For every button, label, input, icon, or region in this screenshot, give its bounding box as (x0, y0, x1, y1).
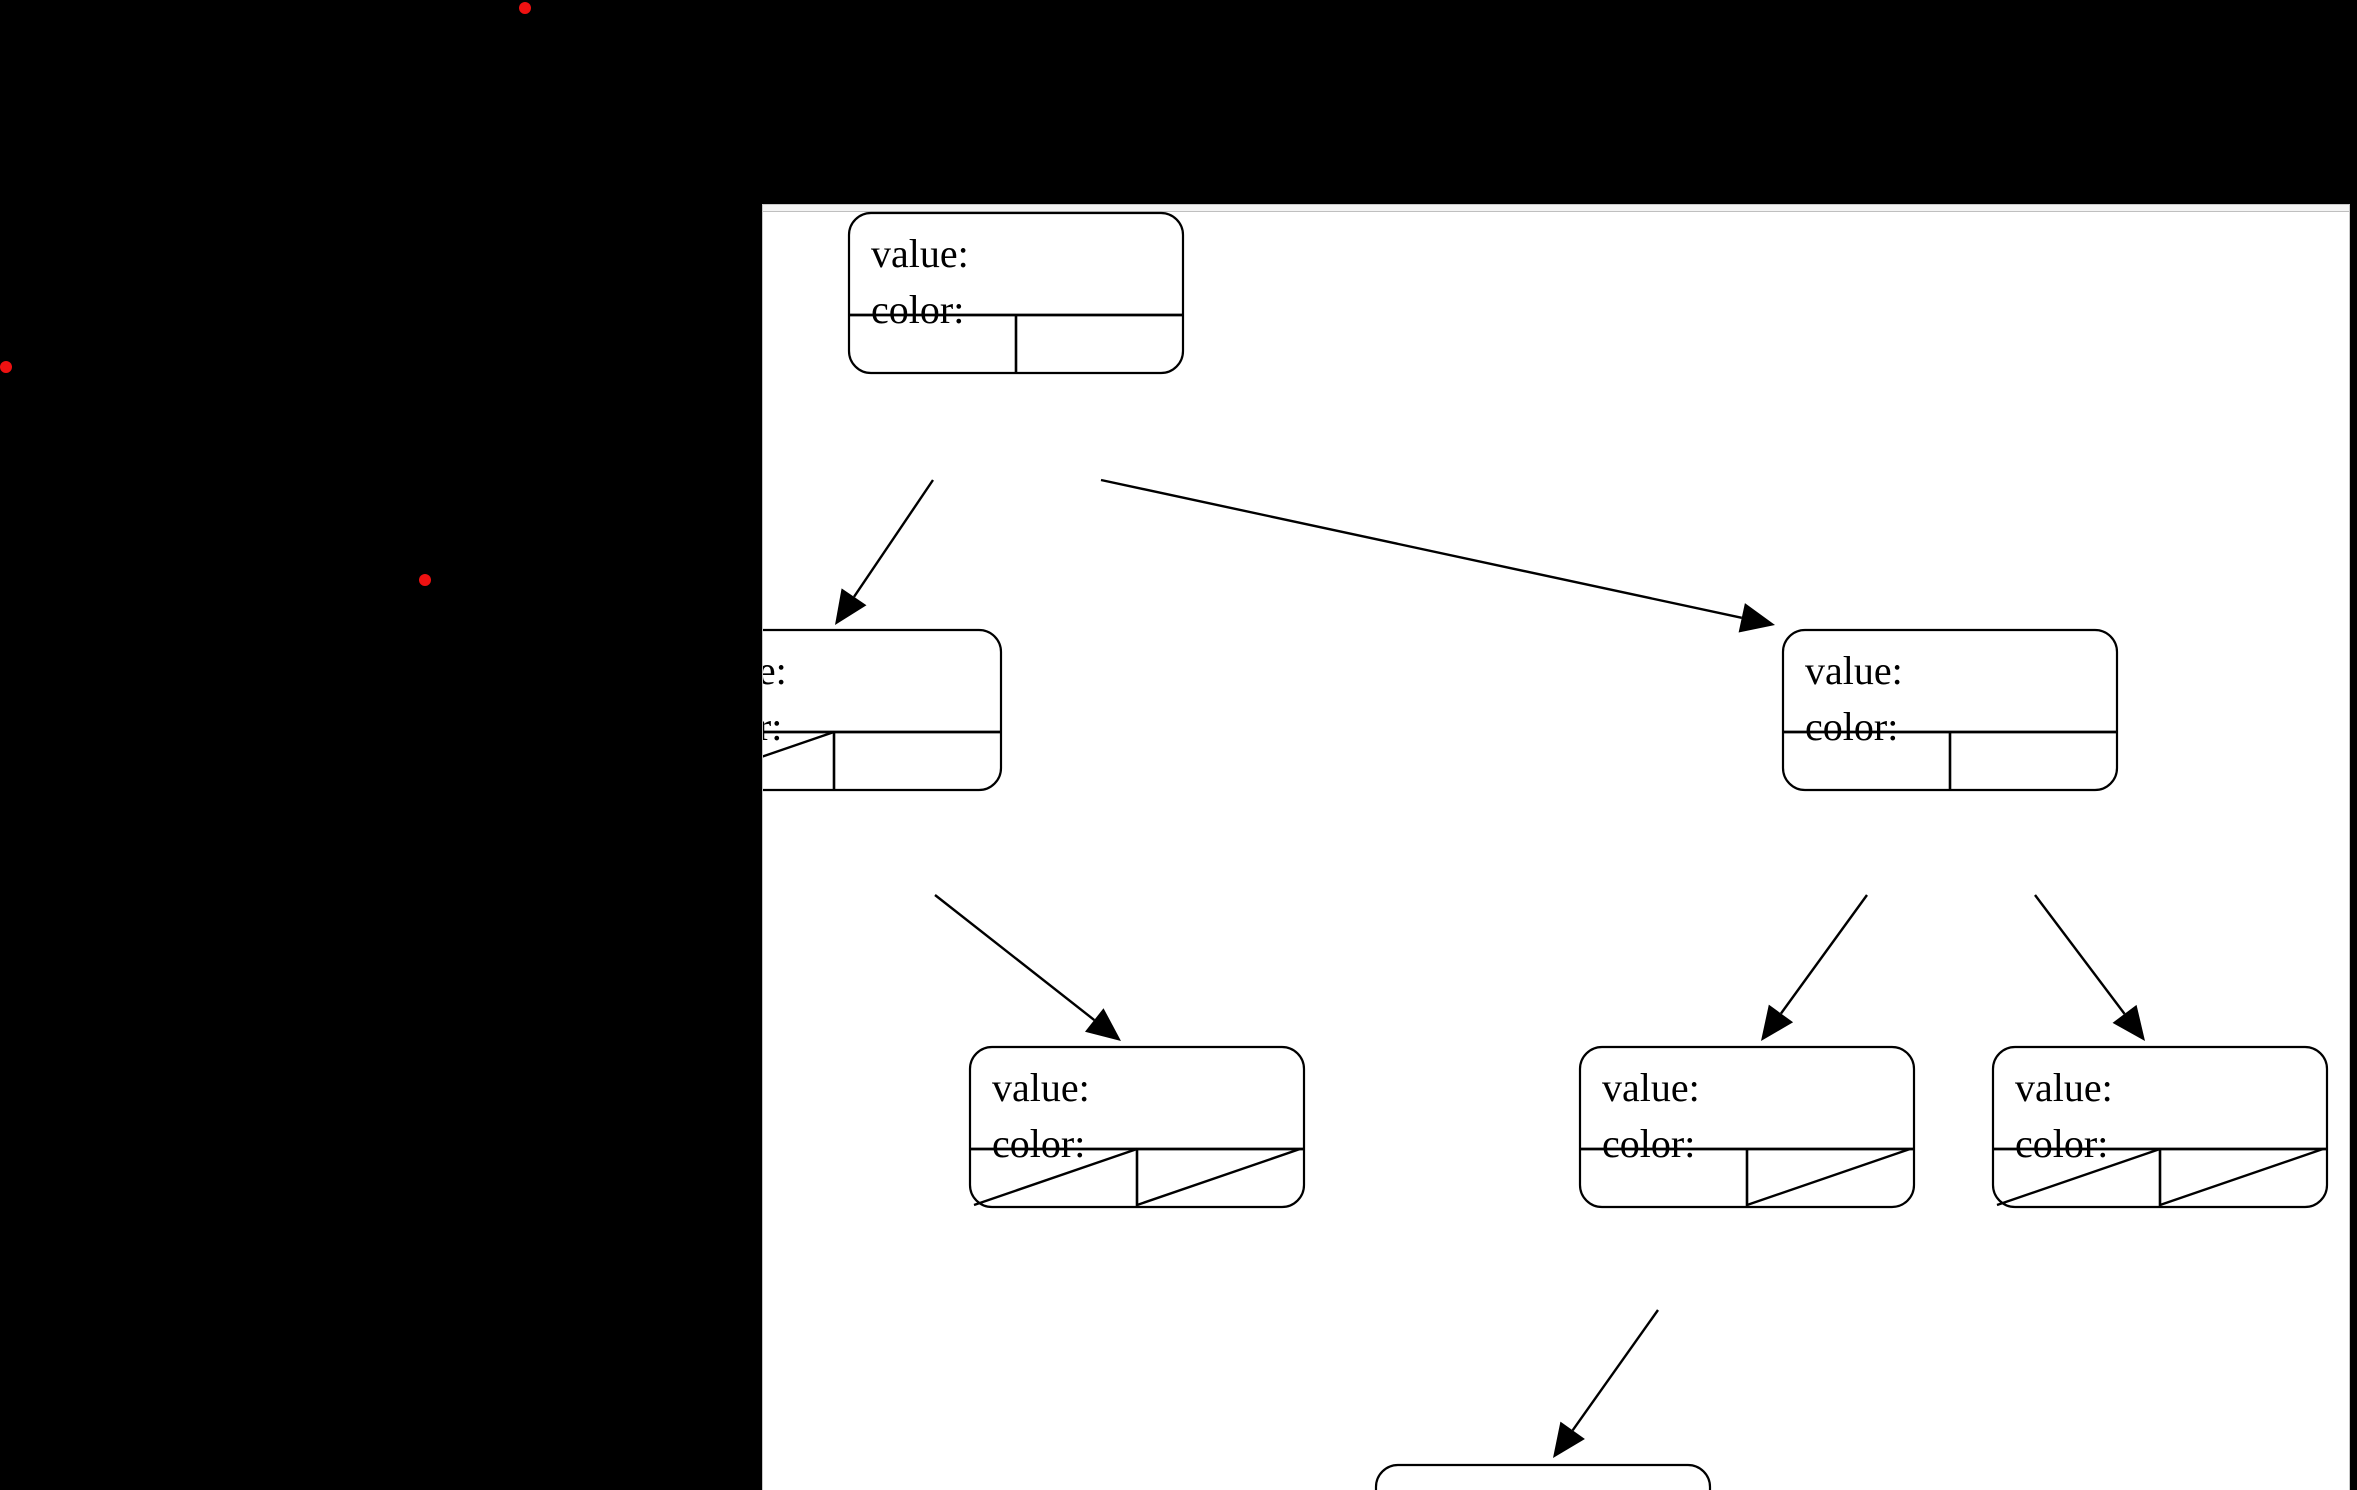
edge-right-to-right-child-arrowhead (2112, 1004, 2145, 1041)
edge-left-to-right-child-line (934, 894, 1095, 1021)
edge-root-to-left-arrowhead (835, 588, 867, 625)
tree-node-left-body (763, 628, 1003, 792)
edge-right-to-right-child-line (2034, 894, 2126, 1015)
tree-node-left[interactable]: value: color: (763, 628, 1003, 792)
tree-node-right-right-value-label: value: (2015, 1065, 2113, 1110)
tree-node-right-value-label: value: (1805, 648, 1903, 693)
tree-node-root-color-label: color: (871, 287, 964, 332)
tree-diagram-svg: value: color: value: color: value: color: valu… (763, 211, 2329, 1490)
tree-node-root[interactable]: value: color: (847, 211, 1185, 375)
edge-right-to-left-child-arrowhead (1761, 1004, 1794, 1041)
document-panel[interactable]: value: color: value: color: value: color: valu… (762, 204, 2350, 1490)
nodes-layer: value: color: value: color: value: color: valu… (763, 211, 2329, 1490)
marker-dot-top (519, 2, 531, 14)
tree-node-left-right[interactable]: value: color: (968, 1045, 1306, 1209)
tree-node-right-color-label: color: (1805, 704, 1898, 749)
edge-right-left-to-left-child (1553, 1309, 1659, 1458)
edges-layer (835, 478, 2145, 1458)
edge-root-to-left (835, 479, 934, 625)
tree-node-left-color-label: color: (763, 704, 782, 749)
edge-right-to-left-child (1761, 894, 1868, 1041)
panel-topbar (763, 205, 2349, 212)
edge-left-to-right-child (934, 894, 1121, 1041)
edge-right-to-right-child (2034, 894, 2145, 1041)
marker-dot-middle (419, 574, 431, 586)
tree-node-right-right-right-null-slash (2159, 1147, 2324, 1207)
tree-node-right-left-right-null-slash (1746, 1147, 1911, 1207)
tree-node-right-left-left-body (1374, 1463, 1712, 1490)
edge-root-to-right (1100, 478, 1775, 633)
edge-left-to-right-child-arrowhead (1084, 1008, 1121, 1041)
tree-node-left-right-color-label: color: (992, 1121, 1085, 1166)
tree-node-left-right-value-label: value: (992, 1065, 1090, 1110)
edge-right-left-to-left-child-arrowhead (1553, 1421, 1585, 1458)
tree-node-right-left-left[interactable]: value:color: (1374, 1463, 1712, 1490)
marker-dot-left (0, 361, 12, 373)
tree-node-right-left[interactable]: value: color: (1578, 1045, 1916, 1209)
tree-node-right-right-color-label: color: (2015, 1121, 2108, 1166)
edge-right-left-to-left-child-line (1571, 1309, 1659, 1431)
tree-node-left-value-label: value: (763, 648, 787, 693)
tree-node-right-right-left-null-slash (1996, 1147, 2161, 1207)
tree-node-right-left-left-value-label: value: (1398, 1483, 1496, 1490)
edge-right-to-left-child-line (1780, 894, 1868, 1015)
tree-node-left-left-null-slash (763, 730, 835, 758)
edge-root-to-left-line (853, 479, 934, 598)
tree-node-root-value-label: value: (871, 231, 969, 276)
binary-tree-diagram[interactable]: value: color: value: color: value: color: valu… (763, 205, 2349, 1490)
tree-node-right-right[interactable]: value: color: (1991, 1045, 2329, 1209)
edge-root-to-right-line (1100, 478, 1743, 620)
tree-node-right-left-color-label: color: (1602, 1121, 1695, 1166)
tree-node-right[interactable]: value: color: (1781, 628, 2119, 792)
tree-node-left-right-left-null-slash (973, 1147, 1138, 1207)
tree-node-left-right-right-null-slash (1136, 1147, 1301, 1207)
tree-node-right-left-value-label: value: (1602, 1065, 1700, 1110)
edge-root-to-right-arrowhead (1738, 603, 1775, 633)
